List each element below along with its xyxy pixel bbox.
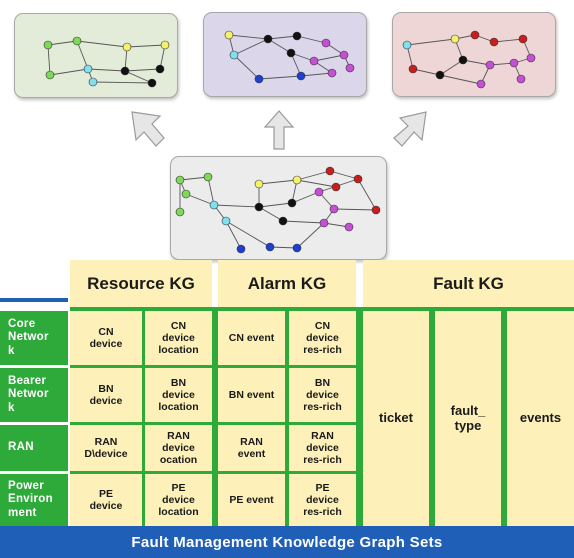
pe-device-res-rich-cell: PE device res-rich bbox=[289, 474, 356, 526]
arrow-up-left-icon bbox=[131, 111, 165, 147]
bn-device-res-rich-cell: BN device res-rich bbox=[289, 368, 356, 422]
resource-kg-header: Resource KG bbox=[70, 260, 212, 307]
bn-device-cell: BN device bbox=[70, 368, 142, 422]
cn-event-cell: CN event bbox=[218, 311, 285, 365]
row-label-bearer-network: Bearer Networ k bbox=[0, 368, 68, 422]
ran-device-res-rich-cell: RAN device res-rich bbox=[289, 425, 356, 471]
cn-device-cell: CN device bbox=[70, 311, 142, 365]
cn-device-res-rich-cell: CN device res-rich bbox=[289, 311, 356, 365]
separator bbox=[212, 311, 218, 526]
bn-device-location-cell: BN device location bbox=[145, 368, 212, 422]
alarm-kg-header: Alarm KG bbox=[218, 260, 356, 307]
ran-device-cell: RAN D\device bbox=[70, 425, 142, 471]
separator bbox=[356, 311, 363, 526]
arrow-up-right-icon bbox=[393, 111, 427, 147]
base-graph-box bbox=[170, 156, 387, 260]
separator bbox=[70, 471, 356, 474]
footer-title: Fault Management Knowledge Graph Sets bbox=[0, 526, 574, 558]
separator bbox=[142, 311, 145, 526]
resource-graph-svg bbox=[43, 36, 170, 88]
fault-graph-svg bbox=[402, 30, 536, 89]
separator bbox=[70, 365, 356, 368]
fault-type-cell: fault_ type bbox=[435, 311, 501, 526]
row-label-core-network: Core Networ k bbox=[0, 311, 68, 365]
fault-events-cell: events bbox=[507, 311, 574, 526]
ran-event-cell: RAN event bbox=[218, 425, 285, 471]
separator bbox=[429, 311, 435, 526]
pe-device-cell: PE device bbox=[70, 474, 142, 526]
pe-device-location-cell: PE device location bbox=[145, 474, 212, 526]
alarm-graph-svg bbox=[224, 30, 355, 84]
fault-ticket-cell: ticket bbox=[363, 311, 429, 526]
alarm-graph-box bbox=[203, 12, 367, 97]
blue-strip bbox=[0, 298, 68, 302]
pe-event-cell: PE event bbox=[218, 474, 285, 526]
separator bbox=[70, 422, 356, 425]
fault-graph-box bbox=[392, 12, 556, 97]
base-graph-svg bbox=[175, 166, 381, 254]
bn-event-cell: BN event bbox=[218, 368, 285, 422]
separator bbox=[70, 307, 574, 311]
separator bbox=[285, 311, 289, 526]
resource-graph-box bbox=[14, 13, 178, 98]
fault-kg-header: Fault KG bbox=[363, 260, 574, 307]
row-label-ran: RAN bbox=[0, 425, 68, 471]
row-label-power-environment: Power Environ ment bbox=[0, 474, 68, 526]
cn-device-location-cell: CN device location bbox=[145, 311, 212, 365]
ran-device-location-cell: RAN device ocation bbox=[145, 425, 212, 471]
separator bbox=[501, 311, 507, 526]
arrow-up-icon bbox=[263, 110, 295, 150]
